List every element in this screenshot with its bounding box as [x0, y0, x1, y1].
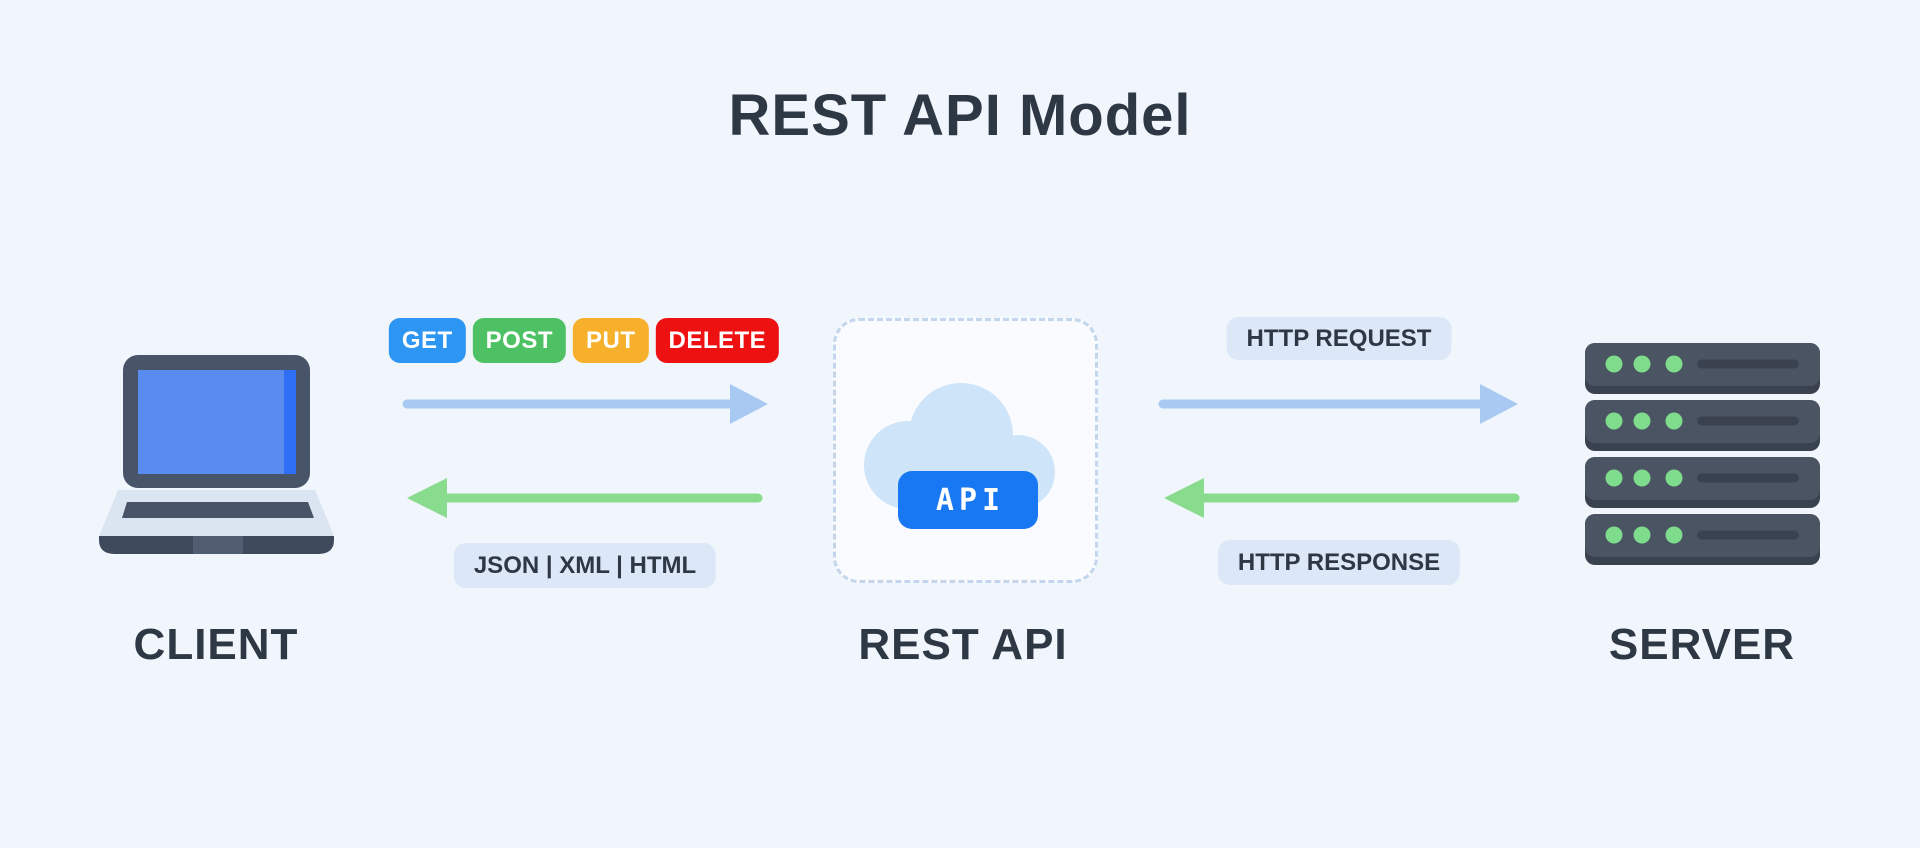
- diagram-title: REST API Model: [728, 83, 1192, 148]
- method-badge-put: PUT: [573, 318, 649, 363]
- response-formats-pill: JSON | XML | HTML: [453, 543, 717, 588]
- http-response-pill: HTTP RESPONSE: [1217, 540, 1461, 585]
- method-badge-get: GET: [388, 318, 466, 363]
- client-response-arrow-icon: [407, 478, 763, 518]
- server-response-arrow-icon: [1164, 478, 1520, 518]
- http-request-pill: HTTP REQUEST: [1226, 317, 1452, 360]
- client-label: CLIENT: [133, 620, 299, 669]
- method-badge-delete: DELETE: [655, 318, 780, 363]
- server-rack-icon: [1585, 343, 1820, 565]
- laptop-icon: [99, 355, 334, 554]
- server-label: SERVER: [1608, 620, 1796, 669]
- client-request-arrow-icon: [402, 384, 768, 424]
- api-chip: API: [898, 471, 1038, 529]
- method-badge-post: POST: [472, 318, 566, 363]
- server-request-arrow-icon: [1158, 384, 1518, 424]
- rest-api-box: API: [833, 318, 1098, 583]
- http-methods-row: GET POST PUT DELETE: [388, 318, 780, 363]
- rest-api-label: REST API: [858, 620, 1068, 669]
